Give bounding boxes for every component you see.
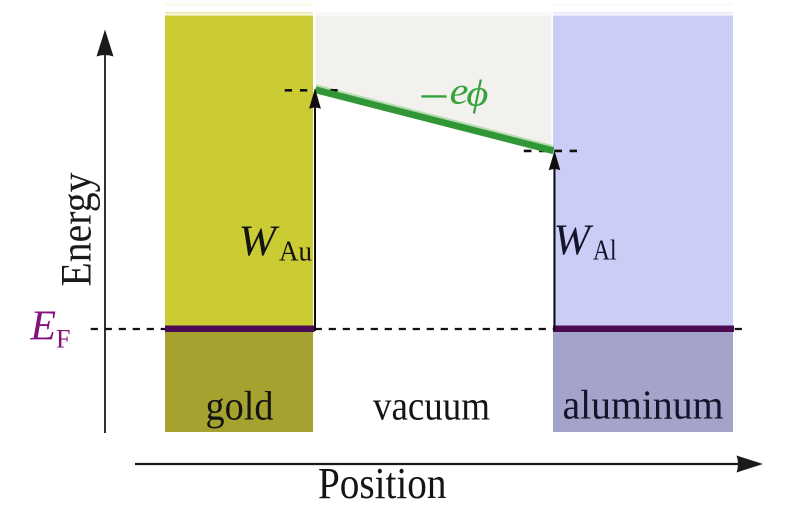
svg-text:Position: Position <box>318 459 447 508</box>
svg-text:gold: gold <box>206 383 274 429</box>
svg-text:aluminum: aluminum <box>563 382 724 428</box>
svg-text:vacuum: vacuum <box>373 382 490 428</box>
svg-text:Al: Al <box>593 235 617 267</box>
svg-text:e: e <box>450 70 469 112</box>
svg-text:Energy: Energy <box>54 172 101 286</box>
svg-text:W: W <box>239 218 281 265</box>
svg-text:ϕ: ϕ <box>466 73 488 113</box>
svg-text:F: F <box>56 325 70 354</box>
svg-text:W: W <box>554 217 595 264</box>
svg-text:Au: Au <box>279 236 312 268</box>
svg-text:E: E <box>29 304 56 350</box>
